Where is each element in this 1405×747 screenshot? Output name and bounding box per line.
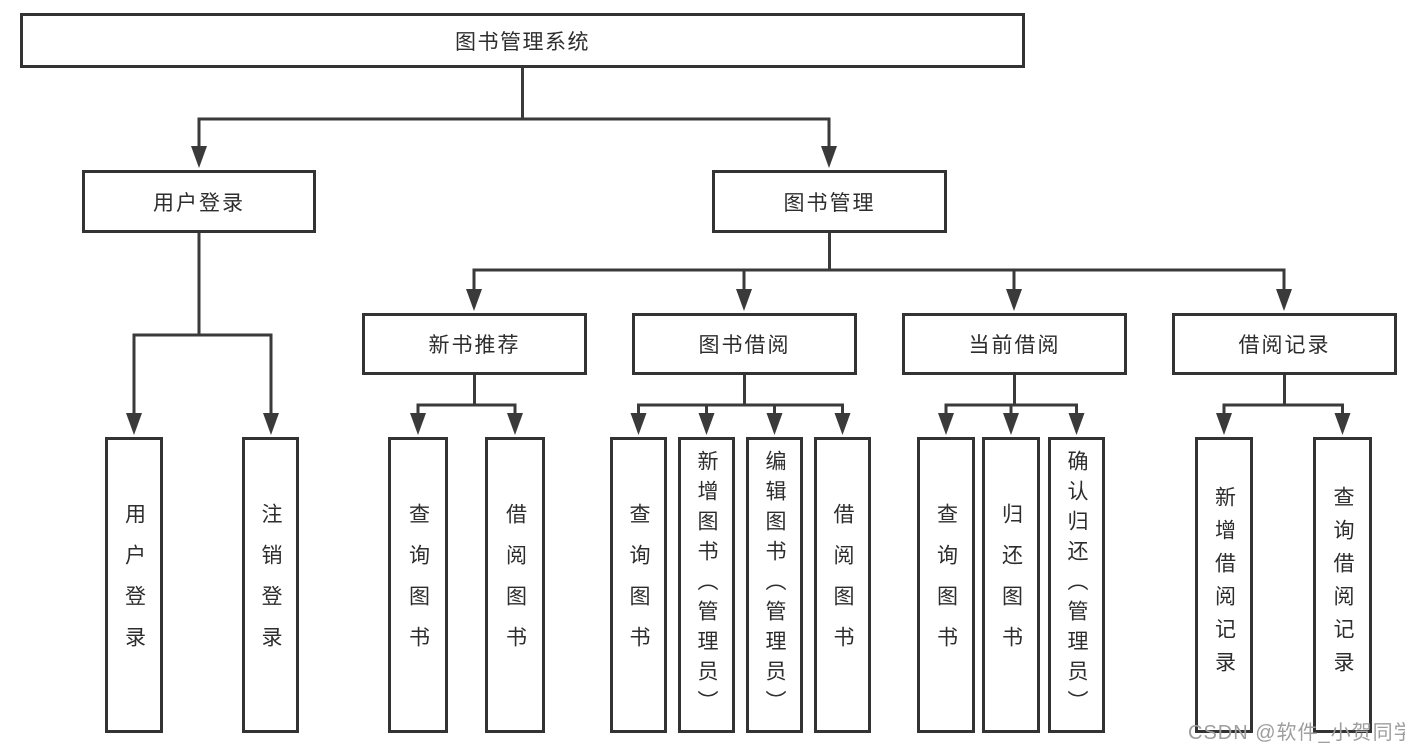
- node-book-borrowing: 图书借阅: [632, 313, 857, 375]
- node-borrowing-records: 借阅记录: [1172, 313, 1397, 375]
- node-label: 图书管理系统: [455, 30, 590, 54]
- watermark: CSDN @软件_小贺同学: [1188, 722, 1405, 744]
- node-label: 图书借阅: [698, 334, 791, 357]
- leaf-label: 编辑图书（管理员）: [763, 450, 786, 720]
- leaf-borrow-books: 借阅图书: [814, 437, 871, 733]
- node-current-borrowing: 当前借阅: [902, 313, 1127, 375]
- node-label: 借阅记录: [1238, 334, 1331, 357]
- leaf-label: 借阅图书: [503, 503, 527, 667]
- leaf-query-borrow-record: 查询借阅记录: [1313, 437, 1372, 733]
- leaf-query-books-borrow: 查询图书: [610, 437, 667, 733]
- leaf-label: 确认归还（管理员）: [1065, 450, 1088, 720]
- leaf-query-books-recommend: 查询图书: [388, 437, 448, 733]
- leaf-label: 新增借阅记录: [1212, 486, 1236, 684]
- leaf-borrow-books-recommend: 借阅图书: [485, 437, 545, 733]
- node-label: 当前借阅: [968, 334, 1061, 357]
- node-label: 新书推荐: [428, 334, 521, 357]
- leaf-label: 查询借阅记录: [1331, 486, 1354, 684]
- leaf-label: 查询图书: [934, 503, 958, 667]
- node-library-management-system: 图书管理系统: [20, 13, 1025, 68]
- leaf-logout: 注销登录: [242, 437, 299, 733]
- leaf-label: 新增图书（管理员）: [695, 450, 718, 720]
- node-user-login: 用户登录: [82, 170, 316, 233]
- leaf-label: 用户登录: [122, 503, 146, 667]
- leaf-return-books: 归还图书: [982, 437, 1040, 733]
- leaf-query-books-current: 查询图书: [917, 437, 975, 733]
- node-book-management: 图书管理: [712, 170, 947, 233]
- leaf-add-borrow-record: 新增借阅记录: [1195, 437, 1253, 733]
- node-label: 图书管理: [783, 191, 876, 215]
- leaf-label: 归还图书: [999, 503, 1023, 667]
- node-new-book-recommendation: 新书推荐: [362, 313, 587, 375]
- leaf-add-books-admin: 新增图书（管理员）: [678, 437, 735, 733]
- leaf-label: 查询图书: [627, 503, 650, 667]
- leaf-user-login: 用户登录: [105, 437, 163, 733]
- leaf-edit-books-admin: 编辑图书（管理员）: [746, 437, 803, 733]
- leaf-label: 注销登录: [259, 503, 282, 667]
- leaf-label: 借阅图书: [831, 503, 854, 667]
- leaf-confirm-return-admin: 确认归还（管理员）: [1048, 437, 1105, 733]
- leaf-label: 查询图书: [406, 503, 430, 667]
- node-label: 用户登录: [153, 191, 245, 215]
